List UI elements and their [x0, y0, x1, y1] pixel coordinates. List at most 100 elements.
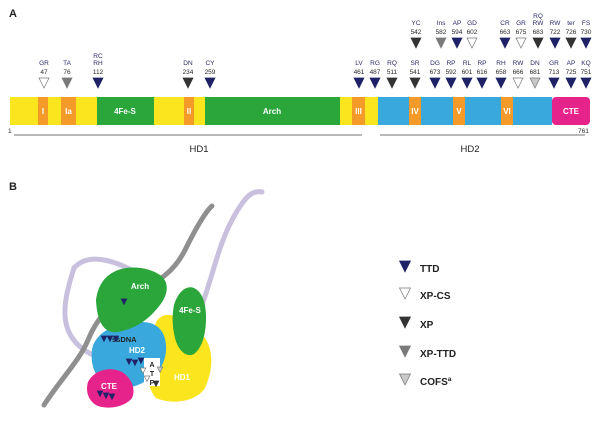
- mutation-ttd-marker: [580, 77, 592, 89]
- structure-mark-ttd: [102, 392, 110, 400]
- mutation-position: 713: [549, 69, 560, 76]
- mutation-marker: GD 602: [466, 20, 478, 49]
- structure-mark-ttd: [106, 335, 114, 343]
- structure-mark-ttd: [120, 298, 128, 306]
- structure-mark-xpcs: [139, 367, 147, 375]
- mutation-position: 675: [516, 29, 527, 36]
- mutation-name: RW: [513, 60, 525, 67]
- structure-arch-label: Arch: [131, 282, 149, 291]
- legend-cofs-label: COFSa: [420, 376, 452, 388]
- mutation-name: RH: [93, 60, 103, 67]
- mutation-position: 594: [452, 29, 463, 36]
- protein-bar: I Ia 4Fe-S II Arch III IV V VI CTE 1 761: [8, 97, 590, 135]
- legend-cofs-text: COFS: [420, 377, 448, 388]
- structure-hd1-label: HD1: [174, 373, 191, 382]
- mutation-name: RC: [93, 53, 103, 60]
- structure-mark-xpcs: [143, 375, 151, 383]
- mutation-name: DN: [183, 60, 193, 67]
- mutation-name: SR: [410, 60, 419, 67]
- mutation-marker: DN 234: [182, 60, 194, 89]
- mutation-position: 616: [477, 69, 488, 76]
- mutation-name: DG: [430, 60, 440, 67]
- mutation-ttd-marker: [204, 77, 216, 89]
- motif-vi: [501, 97, 513, 125]
- mutation-position: 592: [446, 69, 457, 76]
- structure-mark-ttd: [100, 335, 108, 343]
- legend: TTD XP-CS XP XP-TTD COFSa: [398, 260, 456, 388]
- legend-item-xpcs: XP-CS: [398, 287, 451, 302]
- legend-xp-marker: [398, 316, 412, 329]
- mutation-marker: CR 663: [499, 20, 511, 49]
- atp-letter-a: A: [149, 362, 154, 369]
- mutation-marker: Ins 582: [435, 20, 447, 49]
- mutation-position: 259: [205, 69, 216, 76]
- structure-mark-ttd: [137, 357, 145, 365]
- mutation-position: 602: [467, 29, 478, 36]
- mutation-ttd-marker: [548, 77, 560, 89]
- mutation-marker: AP 725: [565, 60, 577, 89]
- end-residue: 761: [578, 128, 589, 135]
- mutation-name: Ins: [437, 20, 446, 27]
- structure-ssdna-label: ssDNA: [112, 335, 137, 344]
- mutation-position: 751: [581, 69, 592, 76]
- mutation-name: GD: [467, 20, 477, 27]
- mutation-name: CR: [500, 20, 510, 27]
- legend-xpcs-marker: [398, 287, 412, 300]
- arch-shape: [96, 267, 167, 333]
- motif-iii: [352, 97, 365, 125]
- fes-label: 4Fe-S: [114, 107, 136, 116]
- structure-mark-xp: [152, 380, 160, 388]
- mutation-xpcs-marker: [38, 77, 50, 89]
- mutation-position: 726: [566, 29, 577, 36]
- motif-vi-label: VI: [503, 107, 511, 116]
- mutation-position: 658: [496, 69, 507, 76]
- mutation-position: 725: [566, 69, 577, 76]
- structure-mark-ttd: [112, 335, 120, 343]
- mutation-position: 234: [183, 69, 194, 76]
- mutation-name: CY: [205, 60, 215, 67]
- mutation-position: 461: [354, 69, 365, 76]
- mutation-name: GR: [516, 20, 526, 27]
- mutation-xp-marker: [532, 37, 544, 49]
- mutation-position: 582: [436, 29, 447, 36]
- atp-letter-p: P: [150, 380, 155, 387]
- structure-model: Arch 4Fe-S ssDNA HD2 CTE HD1 A T P: [41, 189, 265, 408]
- mutation-position: 511: [387, 69, 398, 76]
- mutation-marker: LV 461: [353, 60, 365, 89]
- mutation-position: 663: [500, 29, 511, 36]
- legend-cofs-sup: a: [448, 376, 452, 383]
- mutation-ttd-marker: [429, 77, 441, 89]
- mutation-xpcs-marker: [466, 37, 478, 49]
- mutation-marker: ter 726: [565, 20, 577, 49]
- mutation-xp-marker: [409, 77, 421, 89]
- mutation-name: ter: [567, 20, 575, 27]
- mutation-name: AP: [567, 60, 576, 67]
- mutation-marker: CY 259: [204, 60, 216, 89]
- panel-a-label: A: [9, 8, 17, 20]
- mutation-xpttd-marker: [61, 77, 73, 89]
- mutation-ttd-marker: [451, 37, 463, 49]
- motif-v-label: V: [456, 107, 462, 116]
- legend-ttd-marker: [398, 260, 412, 273]
- motif-v: [453, 97, 465, 125]
- mutation-name: FS: [582, 20, 591, 27]
- motif-ii: [184, 97, 194, 125]
- structure-hd2-label: HD2: [129, 346, 146, 355]
- mutation-name: LV: [355, 60, 363, 67]
- legend-item-xpttd: XP-TTD: [398, 345, 456, 360]
- structure-mark-ttd: [96, 390, 104, 398]
- legend-item-xp: XP: [398, 316, 434, 331]
- cte-label: CTE: [563, 107, 580, 116]
- mutation-position: 47: [40, 69, 48, 76]
